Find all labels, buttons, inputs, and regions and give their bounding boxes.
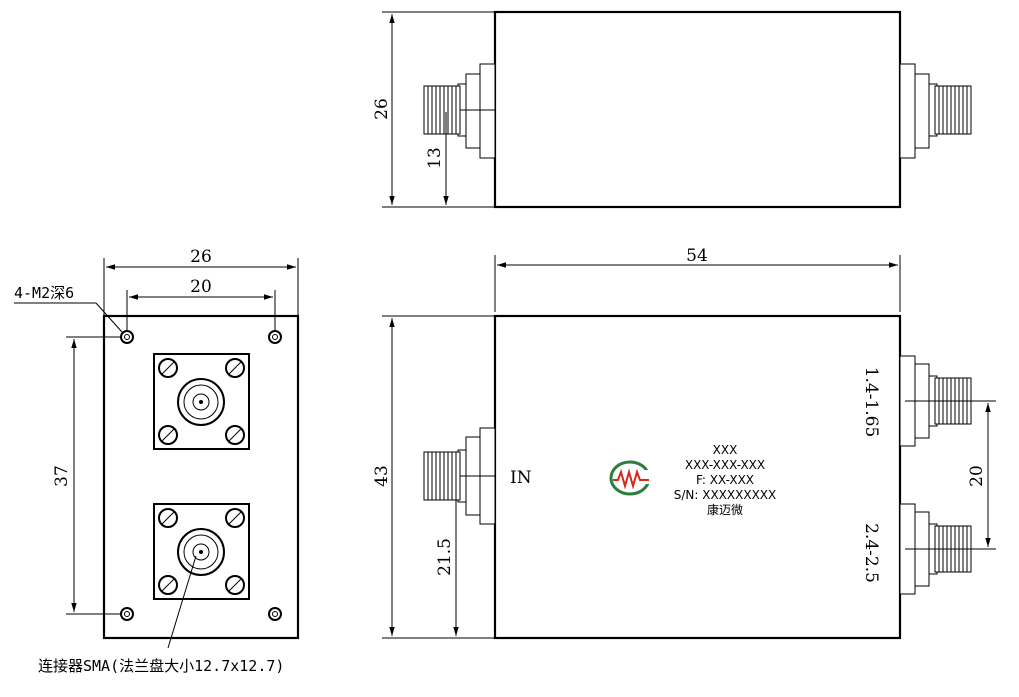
front-view-body	[102, 314, 300, 640]
front-view-dim-hole-vertical: 37	[52, 465, 72, 487]
front-view-dim-hole-spacing: 20	[190, 277, 212, 297]
side-view-dim-in-offset: 21.5	[435, 538, 455, 576]
front-view-sma-flange-upper	[153, 353, 250, 450]
mounting-hole	[268, 607, 282, 621]
side-view: IN 1.4-1.65 2.4-2.5 XXX XXX-XXX-XXX F: X…	[372, 246, 996, 640]
side-view-in-connector	[423, 427, 496, 525]
top-view-dim-height: 26	[372, 98, 392, 120]
side-view-body	[493, 314, 902, 640]
port-out1-label: 1.4-1.65	[861, 367, 881, 438]
hole-note: 4-M2深6	[14, 284, 74, 302]
front-view-dim-width: 26	[190, 247, 212, 267]
port-out2-label: 2.4-2.5	[861, 523, 881, 583]
side-view-dim-height: 43	[372, 465, 392, 487]
front-view: 26 20 37 4-M2深6 连接器SMA(法兰盘大小12.7x12.7)	[14, 247, 300, 675]
front-view-sma-flange-lower	[153, 503, 250, 600]
mounting-hole	[268, 330, 282, 344]
connector-note: 连接器SMA(法兰盘大小12.7x12.7)	[38, 657, 284, 675]
product-label-line5: 康迈微	[707, 502, 743, 517]
port-in-label: IN	[510, 468, 532, 488]
top-view-body	[493, 10, 902, 209]
product-label-line3: F: XX-XXX	[696, 473, 754, 487]
top-view: 26 13	[372, 10, 972, 209]
product-label-line1: XXX	[713, 443, 738, 457]
top-view-left-connector	[423, 63, 496, 159]
side-view-dim-length: 54	[686, 246, 708, 266]
top-view-right-connector	[899, 63, 972, 159]
product-label-line4: S/N: XXXXXXXXX	[674, 488, 776, 502]
mounting-hole	[120, 330, 134, 344]
product-label-line2: XXX-XXX-XXX	[685, 458, 765, 472]
top-view-dim-connector-offset: 13	[425, 147, 445, 169]
product-logo	[609, 460, 651, 496]
side-view-dim-out-spacing: 20	[967, 465, 987, 487]
mounting-hole	[120, 607, 134, 621]
